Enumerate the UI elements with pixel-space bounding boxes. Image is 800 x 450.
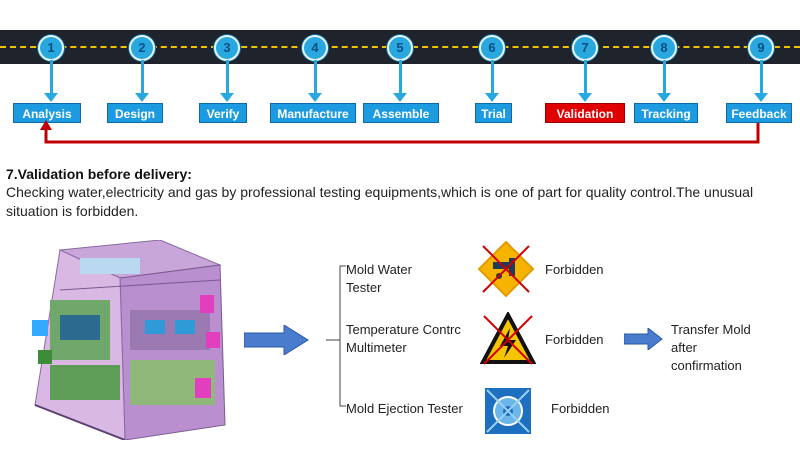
- arrow-down-icon: [393, 93, 407, 102]
- arrow-down-icon: [485, 93, 499, 102]
- test-name-ejection: Mold Ejection Tester: [346, 401, 463, 416]
- step-connector: [491, 60, 494, 94]
- electric-hazard-icon: [480, 312, 536, 365]
- step-connector: [50, 60, 53, 94]
- section-title: 7.Validation before delivery:: [6, 166, 192, 182]
- step-validation: Validation: [545, 103, 625, 123]
- mold-3d-model-image: [32, 240, 226, 440]
- step-node-1: 1: [38, 35, 64, 61]
- step-connector: [584, 60, 587, 94]
- step-connector: [226, 60, 229, 94]
- test-result-water: Forbidden: [545, 262, 604, 277]
- outcome-arrow-right-icon: [624, 328, 663, 350]
- arrow-down-icon: [657, 93, 671, 102]
- arrow-down-icon: [578, 93, 592, 102]
- arrow-down-icon: [220, 93, 234, 102]
- step-connector: [760, 60, 763, 94]
- test-bracket: [326, 265, 346, 407]
- arrow-down-icon: [308, 93, 322, 102]
- arrow-down-icon: [754, 93, 768, 102]
- step-trial: Trial: [475, 103, 512, 123]
- ejection-prohibited-icon: [485, 388, 531, 434]
- flow-arrow-right-icon: [244, 325, 309, 355]
- water-tap-warning-icon: [477, 240, 535, 298]
- step-verify: Verify: [199, 103, 247, 123]
- step-node-7: 7: [572, 35, 598, 61]
- arrow-down-icon: [44, 93, 58, 102]
- test-result-temperature: Forbidden: [545, 332, 604, 347]
- step-feedback: Feedback: [726, 103, 792, 123]
- step-node-5: 5: [387, 35, 413, 61]
- feedback-loop-arrow: [40, 120, 760, 144]
- section-description: Checking water,electricity and gas by pr…: [6, 184, 754, 219]
- step-assemble: Assemble: [363, 103, 439, 123]
- step-connector: [663, 60, 666, 94]
- step-tracking: Tracking: [634, 103, 698, 123]
- step-design: Design: [107, 103, 163, 123]
- step-connector: [314, 60, 317, 94]
- test-result-ejection: Forbidden: [551, 401, 610, 416]
- step-connector: [399, 60, 402, 94]
- step-connector: [141, 60, 144, 94]
- arrow-down-icon: [135, 93, 149, 102]
- step-node-8: 8: [651, 35, 677, 61]
- step-manufacture: Manufacture: [270, 103, 356, 123]
